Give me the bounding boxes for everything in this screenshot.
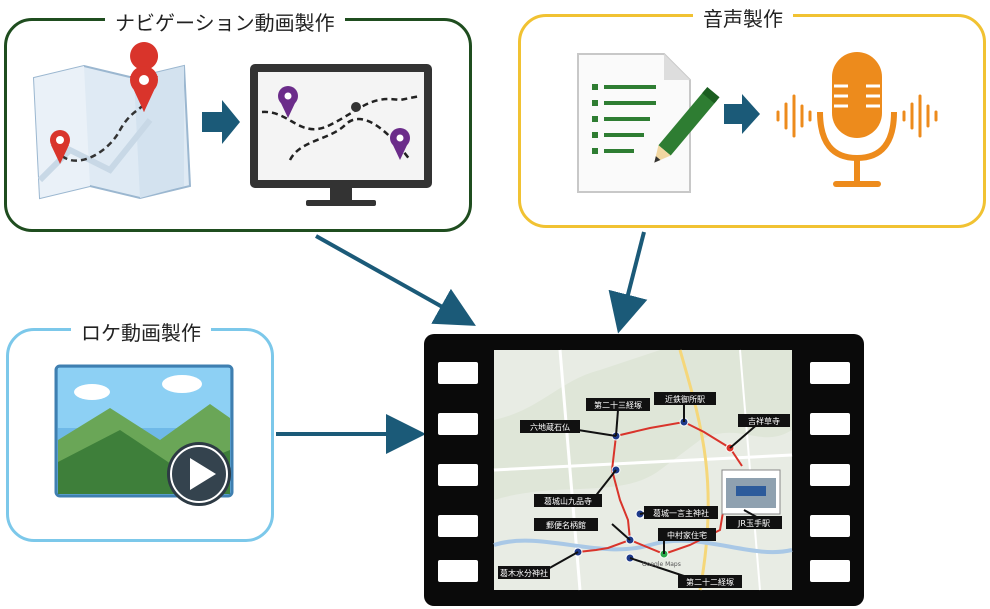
arrow-map-to-monitor xyxy=(202,100,240,144)
svg-text:近鉄御所駅: 近鉄御所駅 xyxy=(665,394,705,404)
map-label: 葛城山九品寺 xyxy=(534,494,602,507)
svg-text:郵便名柄館: 郵便名柄館 xyxy=(546,520,586,530)
svg-text:第二十三経塚: 第二十三経塚 xyxy=(594,400,642,410)
monitor-route-icon xyxy=(250,64,432,206)
navigation-box-title: ナビゲーション動画製作 xyxy=(105,7,345,36)
svg-text:葛城一言主神社: 葛城一言主神社 xyxy=(653,508,709,518)
svg-text:葛木水分神社: 葛木水分神社 xyxy=(500,568,548,578)
map-label: 葛城一言主神社 xyxy=(644,506,718,519)
map-label: 吉祥草寺 xyxy=(738,414,790,427)
svg-text:中村家住宅: 中村家住宅 xyxy=(667,530,707,540)
map-label: 第二十三経塚 xyxy=(586,398,650,411)
arrow-navigation-to-film xyxy=(315,234,476,326)
landscape-video-icon xyxy=(54,364,234,506)
map-label: 近鉄御所駅 xyxy=(654,392,716,405)
svg-text:第二十二経塚: 第二十二経塚 xyxy=(686,577,734,587)
svg-text:JR玉手駅: JR玉手駅 xyxy=(737,518,770,528)
film-strip: 第二十三経塚 近鉄御所駅 六地蔵石仏 吉祥草寺 JR玉手駅 葛城一言主神社 郵便… xyxy=(424,334,864,606)
arrow-document-to-microphone xyxy=(724,94,760,134)
audio-box-title: 音声製作 xyxy=(693,3,793,32)
map-label: JR玉手駅 xyxy=(726,516,782,529)
map-label: 六地蔵石仏 xyxy=(520,420,580,433)
microphone-icon xyxy=(776,52,938,187)
svg-text:葛城山九品寺: 葛城山九品寺 xyxy=(544,496,592,506)
map-label: 郵便名柄館 xyxy=(534,518,598,531)
location-box-title: ロケ動画製作 xyxy=(71,317,211,346)
map-label: 葛木水分神社 xyxy=(498,566,550,579)
svg-text:吉祥草寺: 吉祥草寺 xyxy=(748,416,780,426)
document-pen-icon xyxy=(577,53,720,193)
map-watermark: Google Maps xyxy=(642,561,681,568)
map-label: 第二十二経塚 xyxy=(678,575,742,588)
arrow-audio-to-film xyxy=(608,231,648,334)
svg-text:六地蔵石仏: 六地蔵石仏 xyxy=(530,422,570,432)
map-with-pins-icon xyxy=(32,42,192,200)
map-label: 中村家住宅 xyxy=(658,528,716,541)
film-sprocket-holes xyxy=(438,362,850,582)
